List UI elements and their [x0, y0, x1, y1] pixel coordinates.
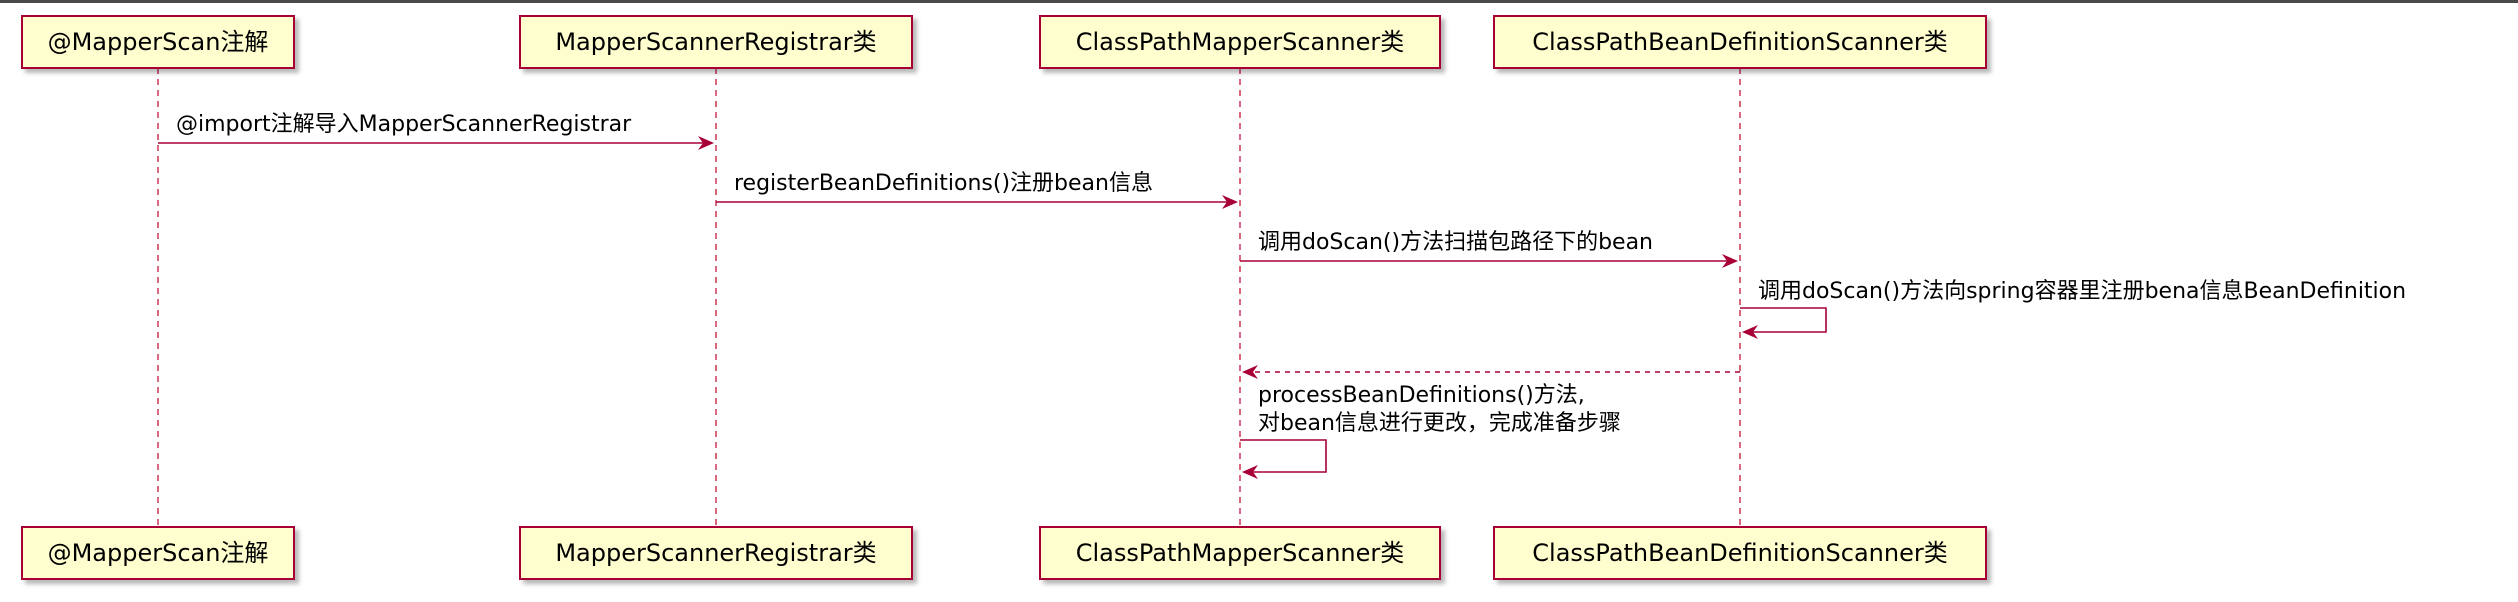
- participant-label: ClassPathMapperScanner类: [1076, 539, 1405, 567]
- self-message-line: [1240, 439, 1327, 473]
- participant-bottom-p3: ClassPathBeanDefinitionScanner类: [1493, 526, 1987, 580]
- arrowhead: [1242, 465, 1258, 479]
- arrowhead: [1722, 254, 1738, 268]
- participant-top-p2: ClassPathMapperScanner类: [1039, 15, 1441, 69]
- participant-label: ClassPathBeanDefinitionScanner类: [1532, 539, 1947, 567]
- participant-top-p3: ClassPathBeanDefinitionScanner类: [1493, 15, 1987, 69]
- participant-top-p0: @MapperScan注解: [21, 15, 295, 69]
- message-2: 调用doScan()方法扫描包路径下的bean: [1240, 230, 1738, 268]
- participant-bottom-p2: ClassPathMapperScanner类: [1039, 526, 1441, 580]
- participant-bottom-p1: MapperScannerRegistrar类: [519, 526, 913, 580]
- message-0: @import注解导入MapperScannerRegistrar: [158, 112, 714, 150]
- message-label: 调用doScan()方法向spring容器里注册bena信息BeanDefini…: [1758, 279, 2406, 304]
- participant-label: MapperScannerRegistrar类: [555, 28, 876, 56]
- participant-label: MapperScannerRegistrar类: [555, 539, 876, 567]
- message-1: registerBeanDefinitions()注册bean信息: [716, 171, 1238, 209]
- message-label: 对bean信息进行更改，完成准备步骤: [1258, 411, 1621, 436]
- message-label: processBeanDefinitions()方法,: [1258, 383, 1585, 408]
- arrowhead: [698, 136, 714, 150]
- arrowhead: [1242, 365, 1258, 379]
- arrowhead: [1222, 195, 1238, 209]
- message-label: registerBeanDefinitions()注册bean信息: [734, 171, 1153, 196]
- message-4: [1242, 365, 1740, 379]
- message-label: @import注解导入MapperScannerRegistrar: [176, 112, 632, 137]
- message-5: processBeanDefinitions()方法, 对bean信息进行更改，完…: [1240, 383, 1621, 479]
- participant-top-p1: MapperScannerRegistrar类: [519, 15, 913, 69]
- participant-bottom-p0: @MapperScan注解: [21, 526, 295, 580]
- participant-label: @MapperScan注解: [48, 539, 269, 567]
- window-top-border: [0, 0, 2518, 3]
- participant-label: ClassPathMapperScanner类: [1076, 28, 1405, 56]
- participant-boxes: @MapperScan注解 @MapperScan注解 MapperScannerR…: [21, 15, 1987, 580]
- self-message-line: [1740, 307, 1827, 333]
- participant-label: @MapperScan注解: [48, 28, 269, 56]
- message-label: 调用doScan()方法扫描包路径下的bean: [1258, 230, 1653, 255]
- participant-label: ClassPathBeanDefinitionScanner类: [1532, 28, 1947, 56]
- messages: @import注解导入MapperScannerRegistrar registe…: [158, 112, 2406, 479]
- arrowhead: [1742, 325, 1758, 339]
- message-3: 调用doScan()方法向spring容器里注册bena信息BeanDefini…: [1740, 279, 2406, 339]
